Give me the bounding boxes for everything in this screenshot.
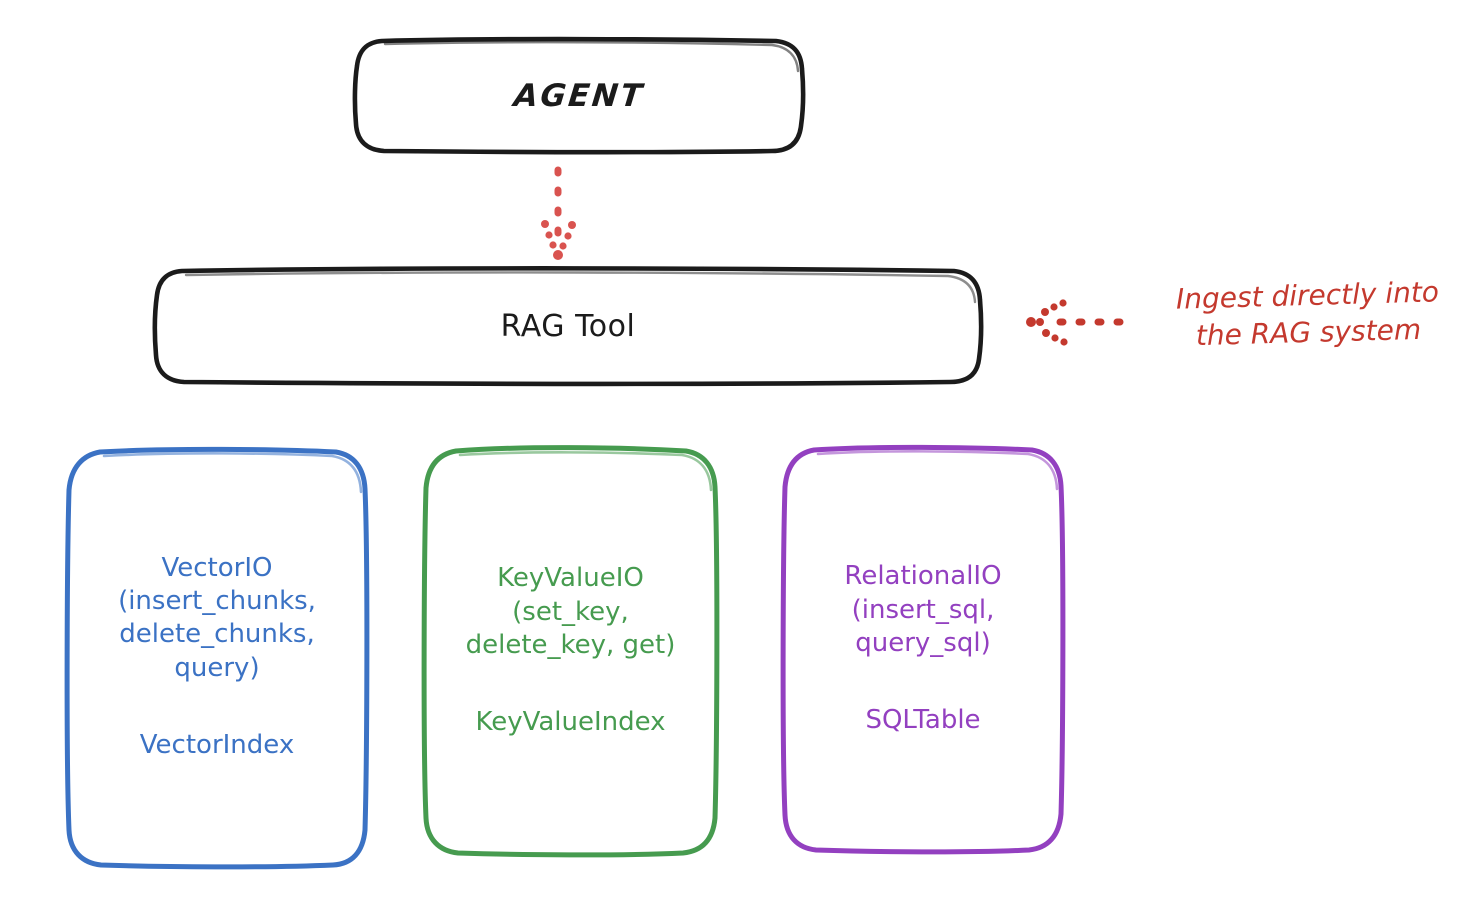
key-value-io-api-line-2: (set_key,	[512, 596, 629, 627]
vector-io-node[interactable]: VectorIO (insert_chunks, delete_chunks, …	[68, 448, 366, 866]
agent-box-outline	[352, 36, 806, 155]
key-value-io-api-line-1: KeyValueIO	[497, 563, 644, 594]
vector-io-api-line-2: (insert_chunks,	[118, 586, 316, 617]
connector-note-to-rag-tool	[1026, 299, 1130, 346]
key-value-io-index-label: KeyValueIndex	[475, 707, 666, 738]
vector-io-api-text: VectorIO (insert_chunks, delete_chunks, …	[112, 552, 322, 685]
vector-io-index-label: VectorIndex	[139, 729, 295, 760]
rag-tool-label: RAG Tool	[500, 308, 636, 344]
vector-io-box-outline	[64, 446, 370, 870]
rag-tool-node[interactable]: RAG Tool	[155, 270, 981, 382]
agent-node[interactable]: AGENT	[355, 40, 803, 152]
vector-io-api-line-4: query)	[174, 652, 260, 683]
agent-label: AGENT	[511, 78, 646, 114]
vector-io-api-line-1: VectorIO	[161, 552, 273, 583]
relational-io-box-outline	[780, 444, 1066, 855]
ingest-annotation: Ingest directly into the RAG system	[1142, 273, 1474, 356]
key-value-io-api-text: KeyValueIO (set_key, delete_key, get)	[460, 562, 682, 662]
relational-io-index-label: SQLTable	[865, 705, 981, 736]
vector-io-api-line-3: delete_chunks,	[119, 619, 315, 650]
key-value-io-box-outline	[421, 445, 720, 858]
connector-agent-to-rag-tool	[541, 166, 576, 260]
relational-io-api-line-3: query_sql)	[855, 628, 991, 658]
key-value-io-api-line-3: delete_key, get)	[465, 630, 676, 660]
relational-io-api-line-2: (insert_sql,	[851, 594, 995, 625]
relational-io-api-text: RelationalIO (insert_sql, query_sql)	[838, 560, 1007, 660]
key-value-io-node[interactable]: KeyValueIO (set_key, delete_key, get) Ke…	[425, 448, 716, 854]
relational-io-node[interactable]: RelationalIO (insert_sql, query_sql) SQL…	[785, 448, 1061, 850]
rag-tool-box-outline	[152, 266, 984, 387]
relational-io-api-line-1: RelationalIO	[844, 561, 1002, 592]
